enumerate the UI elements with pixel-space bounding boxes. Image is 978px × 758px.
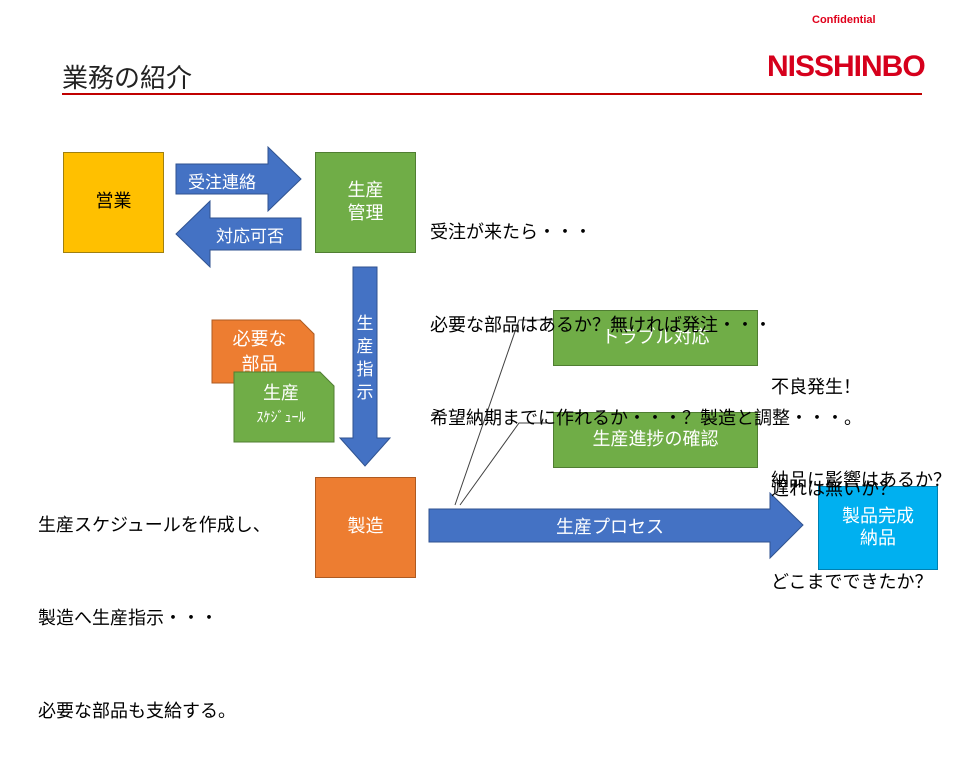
complete-label-line2: 納品 [860,528,896,549]
manufacturing-label: 製造 [347,516,384,538]
trouble-note-line-1: 不良発生！ [771,377,861,398]
production-instruction-label: 生 産 指 示 [353,313,377,405]
production-control-box: 生産 管理 [315,152,416,253]
trouble-note: 不良発生！ 納品に影響はあるか？ [771,310,951,527]
progress-box: 生産進捗の確認 [553,412,758,468]
schedule-label-line2: ｽｹｼﾞｭｰﾙ [256,410,306,426]
company-logo: NISSHINBO [767,50,926,83]
sales-box: 営業 [63,152,164,253]
parts-label-line1: 必要な [232,329,287,350]
production-process-arrow [428,491,804,560]
progress-label: 生産進捗の確認 [592,428,719,450]
feasibility-label: 対応可否 [216,227,284,247]
manufacturing-box: 製造 [315,477,416,578]
feasibility-arrow [175,199,302,269]
control-note-line-1: 受注が来たら・・・ [430,222,592,243]
parts-label-line2: 部品 [241,354,278,375]
production-control-label-line1: 生産 [347,180,384,201]
slide-title: 業務の紹介 [62,64,193,94]
control-note: 受注が来たら・・・ 必要な部品はあるか？無ければ発注・・・ 希望納期までに作れる… [430,155,862,465]
production-instruction-char-4: 示 [356,383,374,403]
control-note-line-3: 希望納期までに作れるか・・・？製造と調整・・・。 [430,408,862,429]
control-note-line-2: 必要な部品はあるか？無ければ発注・・・ [430,315,772,336]
progress-note-line-1: 遅れは無いか？ [771,479,897,500]
schedule-label-line1: 生産 [263,383,299,404]
production-instruction-char-1: 生 [356,314,374,334]
complete-box: 製品完成 納品 [818,486,938,570]
manufacturing-note-line-3: 必要な部品も支給する。 [38,701,236,722]
schedule-document-shape [233,371,335,443]
trouble-box: トラブル対応 [553,310,758,366]
production-instruction-char-2: 産 [356,337,374,357]
schedule-document-label: 生産 ｽｹｼﾞｭｰﾙ [234,381,328,431]
diagram-shapes [175,145,804,560]
manufacturing-note-line-2: 製造へ生産指示・・・ [38,608,218,629]
production-process-label: 生産プロセス [556,517,664,538]
complete-label-line1: 製品完成 [842,505,914,527]
order-contact-label: 受注連絡 [188,173,256,193]
connector-progress [459,422,553,506]
parts-document-label: 必要な 部品 [212,327,307,377]
production-instruction-arrow [338,266,392,467]
connector-trouble [454,319,553,506]
confidential-label: Confidential [812,14,876,26]
order-contact-arrow [175,145,302,213]
production-instruction-char-3: 指 [356,360,374,380]
trouble-label: トラブル対応 [601,326,710,348]
manufacturing-note: 生産スケジュールを作成し、 製造へ生産指示・・・ 必要な部品も支給する。 [38,448,271,758]
sales-label: 営業 [95,191,132,213]
parts-document-shape [211,319,315,384]
title-rule [62,93,922,95]
progress-note: 遅れは無いか？ どこまでできたか？ [771,412,932,629]
progress-note-line-2: どこまでできたか？ [771,572,933,593]
production-control-label-line2: 管理 [347,202,384,224]
trouble-note-line-2: 納品に影響はあるか？ [771,470,951,491]
manufacturing-note-line-1: 生産スケジュールを作成し、 [38,515,271,536]
